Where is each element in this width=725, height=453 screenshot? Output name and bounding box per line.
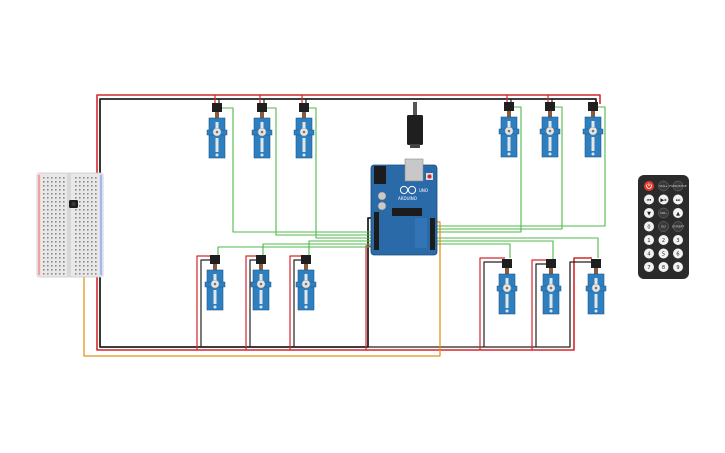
remote-button-label: 3 bbox=[676, 238, 679, 244]
servos-top-row bbox=[206, 102, 604, 159]
remote-button-label: VOL- bbox=[660, 211, 667, 215]
remote-button-16[interactable]: 5 bbox=[658, 248, 669, 259]
breadboard-holes bbox=[43, 177, 97, 275]
remote-button-12[interactable]: 1 bbox=[644, 235, 654, 245]
remote-button-4[interactable]: ▶⏸ bbox=[658, 194, 669, 205]
remote-button-15[interactable]: 4 bbox=[644, 248, 654, 259]
header-digital bbox=[374, 212, 379, 250]
remote-button-label: VOL+ bbox=[659, 184, 668, 188]
board-brand-text: ARDUINO bbox=[398, 196, 417, 201]
remote-button-14[interactable]: 3 bbox=[673, 235, 683, 245]
remote-button-label: 8 bbox=[662, 265, 665, 271]
ir-receiver bbox=[69, 200, 78, 208]
remote-button-2[interactable]: FUNC/STOP bbox=[669, 180, 687, 192]
wire-red-bottom-rail bbox=[96, 198, 592, 351]
remote-buttons: VOL+FUNC/STOP ⏮ ▶⏸ ⏭ ▼ VOL- ▲ 0 EQ ST/REPT 1 2 3 4 5 6 7… bbox=[644, 180, 687, 272]
green-signal-wires-top bbox=[222, 106, 606, 239]
remote-button-label: 0 bbox=[647, 224, 650, 230]
remote-button-10[interactable]: EQ bbox=[658, 221, 669, 232]
wire-black-top-rail bbox=[99, 98, 597, 205]
remote-button-8[interactable]: ▲ bbox=[673, 208, 683, 218]
power-jack bbox=[374, 166, 386, 184]
bottom-servo-drops bbox=[196, 245, 548, 350]
wire-black-bottom-rail bbox=[99, 205, 373, 348]
servo-top-4 bbox=[498, 102, 520, 158]
remote-button-11[interactable]: ST/REPT bbox=[672, 221, 685, 232]
arduino-uno-board: UNO ARDUINO bbox=[370, 102, 438, 256]
ir-remote-control: VOL+FUNC/STOP ⏮ ▶⏸ ⏭ ▼ VOL- ▲ 0 EQ ST/REPT 1 2 3 4 5 6 7… bbox=[638, 175, 689, 279]
remote-button-5[interactable]: ⏭ bbox=[673, 194, 683, 205]
wire-red-top-rail bbox=[96, 94, 601, 198]
header-analog bbox=[430, 218, 435, 250]
remote-button-17[interactable]: 6 bbox=[673, 248, 683, 259]
servo-top-1 bbox=[206, 103, 228, 159]
servo-bottom-1 bbox=[204, 255, 226, 311]
remote-button-9[interactable]: 0 bbox=[644, 221, 654, 232]
remote-button-label: ▲ bbox=[676, 211, 680, 217]
breadboard bbox=[36, 172, 104, 278]
wire-orange-ir-signal bbox=[83, 206, 441, 357]
remote-button-label: FUNC/STOP bbox=[669, 184, 686, 188]
remote-button-1[interactable]: VOL+ bbox=[658, 180, 669, 192]
remote-button-6[interactable]: ▼ bbox=[644, 208, 654, 218]
remote-button-label: 7 bbox=[647, 265, 650, 271]
remote-button-13[interactable]: 2 bbox=[658, 235, 669, 245]
remote-button-label: 9 bbox=[676, 265, 679, 271]
remote-button-0[interactable] bbox=[644, 181, 654, 191]
remote-button-label: 2 bbox=[662, 238, 665, 244]
servo-bottom-4 bbox=[496, 259, 518, 315]
remote-button-18[interactable]: 7 bbox=[644, 262, 654, 272]
remote-button-label: 4 bbox=[647, 251, 650, 257]
usb-socket bbox=[404, 158, 424, 182]
remote-button-label: ▶⏸ bbox=[660, 197, 667, 203]
remote-button-label: 1 bbox=[647, 238, 650, 244]
remote-button-label: 5 bbox=[662, 251, 665, 257]
wires bbox=[71, 94, 606, 357]
remote-button-19[interactable]: 8 bbox=[658, 262, 669, 272]
wire-black-bottom-rail-2 bbox=[368, 261, 593, 348]
board-logo-text: UNO bbox=[419, 188, 428, 193]
remote-button-7[interactable]: VOL- bbox=[658, 207, 669, 219]
remote-button-3[interactable]: ⏮ bbox=[644, 194, 654, 205]
servo-bottom-3 bbox=[295, 255, 317, 311]
servo-top-5 bbox=[539, 102, 561, 158]
remote-button-20[interactable]: 9 bbox=[673, 262, 683, 272]
usb-plug bbox=[407, 115, 423, 145]
servo-top-6 bbox=[582, 102, 604, 158]
servos-bottom-row bbox=[204, 255, 607, 315]
servo-top-2 bbox=[251, 103, 273, 159]
remote-button-label: ⏮ bbox=[647, 197, 652, 203]
remote-button-label: ▼ bbox=[647, 211, 651, 217]
remote-button-label: ⏭ bbox=[676, 197, 681, 203]
servo-top-3 bbox=[293, 103, 315, 159]
servo-bottom-2 bbox=[250, 255, 272, 311]
servo-bottom-5 bbox=[540, 259, 562, 315]
remote-button-label: ST/REPT bbox=[672, 225, 685, 229]
remote-button-label: EQ bbox=[661, 225, 666, 229]
usb-cable bbox=[413, 102, 417, 116]
green-signal-wires-bottom bbox=[217, 237, 599, 259]
remote-button-label: 6 bbox=[676, 251, 679, 257]
atmega-chip bbox=[392, 208, 422, 216]
servo-bottom-6 bbox=[585, 259, 607, 315]
